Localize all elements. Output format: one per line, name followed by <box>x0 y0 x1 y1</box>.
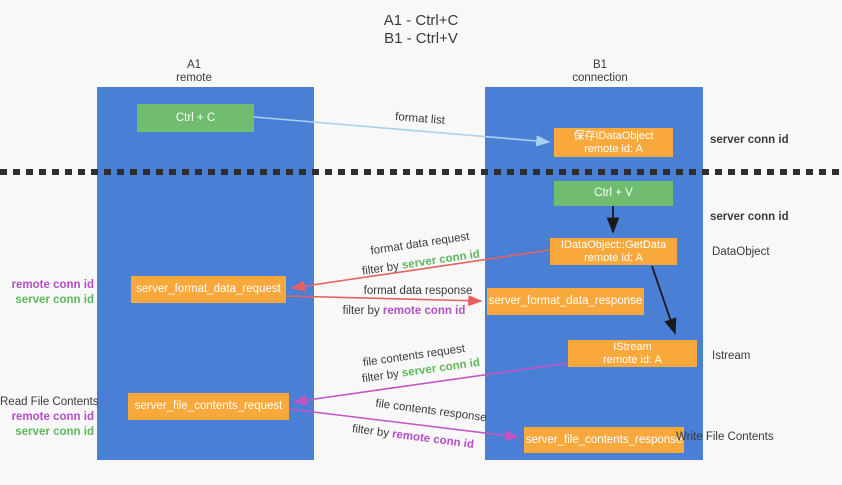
filter-by-text: filter by <box>351 423 390 440</box>
node-server-file-contents-request: server_file_contents_request <box>128 393 289 420</box>
node-ctrl-c-label: Ctrl + C <box>175 111 216 124</box>
node-istream-line2: remote id: A <box>603 353 662 366</box>
left-read-file-contents-label: Read File Contents <box>0 396 99 408</box>
node-save-idataobject-line2: remote id: A <box>584 142 643 155</box>
left-remote-conn-id-bottom: remote conn id <box>11 411 94 423</box>
lifeline-b1-role: connection <box>572 72 628 84</box>
node-save-idataobject-line1: 保存IDataObject <box>573 129 654 142</box>
node-server-format-data-response: server_format_data_response <box>487 288 644 315</box>
remote-conn-id-text: remote conn id <box>391 428 475 451</box>
node-istream: IStream remote id: A <box>568 340 697 367</box>
left-conn-id-labels-bottom: Read File Contents remote conn id server… <box>0 395 99 440</box>
filter-by-text: filter by <box>361 260 400 278</box>
left-remote-conn-id-top: remote conn id <box>11 279 94 291</box>
node-format-response-label: server_format_data_response <box>488 295 643 307</box>
lifeline-a1-role: remote <box>176 72 212 84</box>
format-data-response-label: format data response <box>363 285 473 297</box>
left-server-conn-id-bottom: server conn id <box>15 426 94 438</box>
node-server-format-data-request: server_format_data_request <box>131 276 286 303</box>
node-ctrl-v-label: Ctrl + V <box>594 187 633 199</box>
filter-by-text: filter by <box>342 305 380 317</box>
filter-by-remote-conn-id-label-2: filter by remote conn id <box>351 423 474 451</box>
filter-by-remote-conn-id-label-1: filter by remote conn id <box>343 305 466 317</box>
node-idataobject-getdata: IDataObject::GetData remote id: A <box>550 238 677 265</box>
node-ctrl-v: Ctrl + V <box>554 181 673 206</box>
file-contents-response-label: file contents response <box>374 397 488 425</box>
lifeline-b1-name: B1 <box>592 59 608 71</box>
node-save-idataobject: 保存IDataObject remote id: A <box>554 128 673 157</box>
node-format-request-label: server_format_data_request <box>136 283 281 295</box>
diagram-title: A1 - Ctrl+C B1 - Ctrl+V <box>0 12 842 48</box>
node-file-request-label: server_file_contents_request <box>134 400 283 412</box>
filter-by-text: filter by <box>361 368 400 386</box>
right-server-conn-id-top: server conn id <box>710 134 789 146</box>
right-dataobject-label: DataObject <box>712 246 770 258</box>
remote-conn-id-text: remote conn id <box>382 305 466 317</box>
lifeline-header-a1: A1 remote <box>96 59 292 85</box>
right-istream-label: Istream <box>712 350 751 362</box>
lifeline-a1-name: A1 <box>186 59 202 71</box>
phase-separator-dotted-line <box>0 169 842 175</box>
left-server-conn-id-top: server conn id <box>15 294 94 306</box>
node-getdata-line2: remote id: A <box>584 251 643 264</box>
right-server-conn-id-mid: server conn id <box>710 211 789 223</box>
server-conn-id-text: server conn id <box>401 248 481 272</box>
node-ctrl-c: Ctrl + C <box>137 104 254 132</box>
node-getdata-line1: IDataObject::GetData <box>560 238 667 251</box>
left-conn-id-labels-top: remote conn id server conn id <box>0 278 94 308</box>
node-server-file-contents-response: server_file_contents_response <box>524 427 684 453</box>
node-file-response-label: server_file_contents_response <box>525 433 683 446</box>
lifeline-header-b1: B1 connection <box>502 59 698 85</box>
node-istream-line1: IStream <box>613 340 652 353</box>
right-write-file-contents-label: Write File Contents <box>676 431 774 443</box>
format-list-label: format list <box>394 111 446 127</box>
title-line-2: B1 - Ctrl+V <box>384 30 458 47</box>
title-line-1: A1 - Ctrl+C <box>383 12 459 29</box>
